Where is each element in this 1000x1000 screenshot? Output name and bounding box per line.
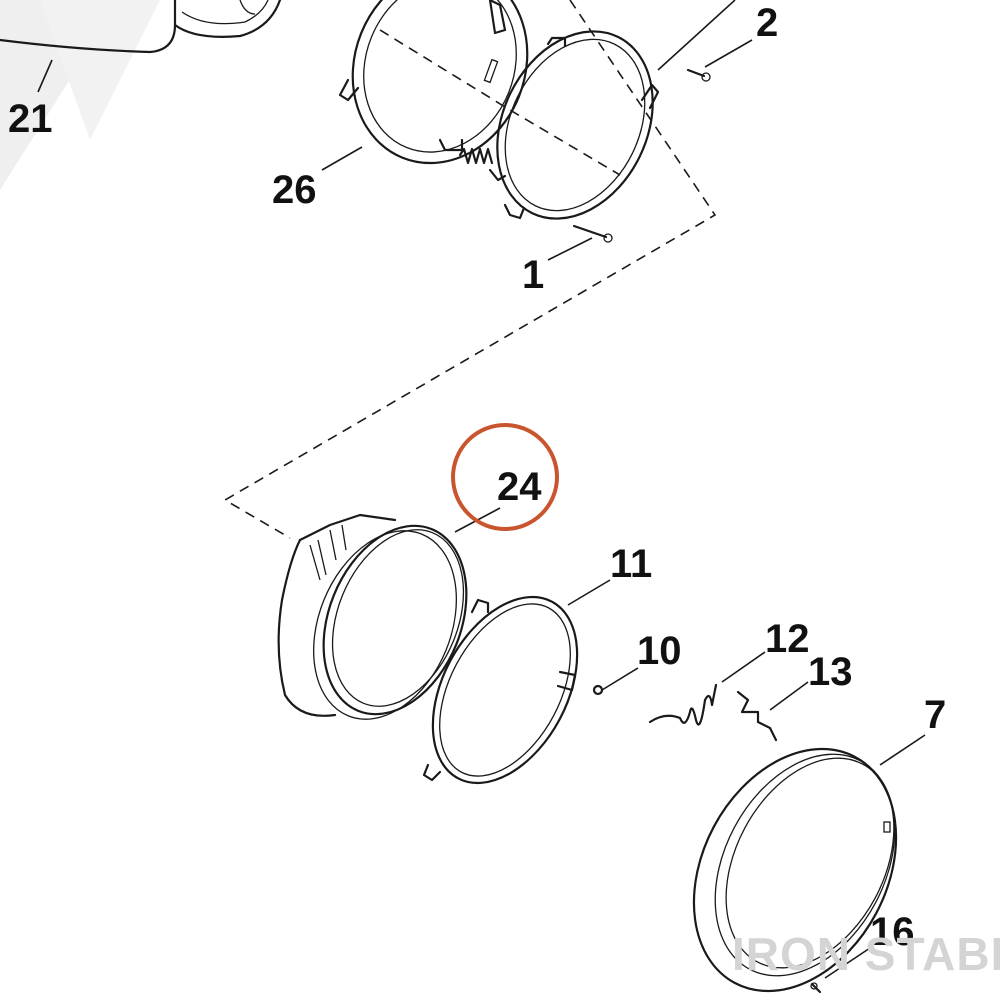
part-11-retaining-ring: [422, 595, 579, 785]
part-21-headlamp-housing: [0, 0, 282, 54]
background-arrow-shape: [0, 0, 160, 190]
callout-7: 7: [924, 693, 946, 737]
callout-24: 24: [497, 465, 542, 509]
watermark-text: IRON STABLE: [732, 928, 1000, 980]
callout-12: 12: [765, 617, 810, 661]
callout-10: 10: [637, 629, 682, 673]
part-1-screw: [572, 224, 613, 243]
part-10-screw: [592, 684, 604, 696]
part-13-spring-clip: [736, 690, 778, 742]
callout-11: 11: [610, 542, 652, 586]
part-2-screw: [686, 68, 711, 82]
part-16-screw: [810, 982, 822, 994]
adjuster-spring: [458, 147, 494, 165]
callout-16: 16: [870, 910, 915, 954]
callout-13: 13: [808, 650, 853, 694]
part-12-spring-wire: [648, 683, 718, 726]
part-24-led-headlamp: [277, 513, 468, 720]
part-26-mounting-ring: [338, 0, 529, 165]
part-7-trim-bezel: [692, 747, 898, 993]
callout-1: 1: [522, 253, 544, 297]
part-mounting-bracket-ring: [488, 30, 660, 220]
callout-2: 2: [756, 1, 778, 45]
highlight-circle: [451, 423, 559, 531]
callout-26: 26: [272, 168, 317, 212]
callout-21: 21: [8, 97, 53, 141]
